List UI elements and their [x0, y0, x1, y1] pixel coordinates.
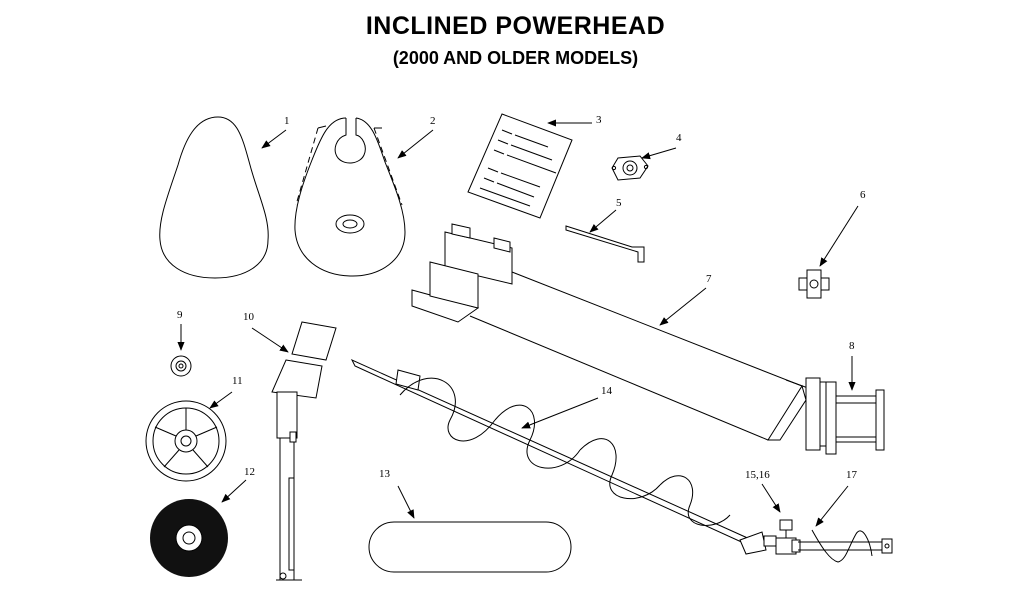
part-9-bearing: [170, 355, 192, 377]
label-17: 17: [846, 469, 858, 481]
label-3: 3: [596, 114, 602, 126]
leader-6: [819, 205, 859, 267]
part-17-auger-section: [798, 529, 893, 563]
diagram-title: INCLINED POWERHEAD: [365, 12, 666, 40]
part-2-shield: [294, 117, 406, 277]
leader-1: [261, 129, 287, 149]
leader-2: [397, 129, 434, 159]
leader-14: [521, 397, 599, 429]
label-7: 7: [706, 273, 712, 285]
leader-15-16: [761, 483, 781, 513]
leader-17: [815, 485, 849, 527]
leader-11: [209, 391, 233, 409]
diagram-subtitle: (2000 AND OLDER MODELS): [392, 48, 639, 68]
part-7-inclined-housing: [411, 223, 827, 451]
leader-7: [659, 287, 707, 326]
part-1-cover: [159, 116, 269, 279]
label-11: 11: [232, 375, 243, 387]
part-6-u-joint-cross: [798, 269, 830, 299]
label-12: 12: [244, 466, 255, 478]
label-10: 10: [243, 311, 255, 323]
label-6: 6: [860, 189, 866, 201]
label-14: 14: [601, 385, 613, 397]
part-10-stand-post: [271, 321, 337, 581]
part-8-spool: [825, 381, 885, 455]
leader-4: [641, 147, 677, 160]
leader-5: [589, 209, 617, 233]
part-4-flange-bearing: [611, 155, 649, 181]
leader-12: [221, 479, 247, 503]
leader-10: [251, 327, 289, 353]
part-11-pulley: [145, 400, 227, 482]
part-3-decal-sheet: [467, 113, 573, 219]
label-5: 5: [616, 197, 622, 209]
part-13-belt: [368, 521, 572, 573]
label-1: 1: [284, 115, 290, 127]
part-14-auger: [350, 358, 777, 555]
label-4: 4: [676, 132, 682, 144]
label-15-16: 15,16: [745, 469, 770, 481]
leader-13: [397, 485, 415, 519]
part-15-16-coupler: [775, 519, 801, 555]
label-2: 2: [430, 115, 436, 127]
label-13: 13: [379, 468, 391, 480]
part-5-hex-key: [565, 225, 645, 263]
part-12-wheel: [150, 499, 228, 577]
label-8: 8: [849, 340, 855, 352]
label-9: 9: [177, 309, 183, 321]
